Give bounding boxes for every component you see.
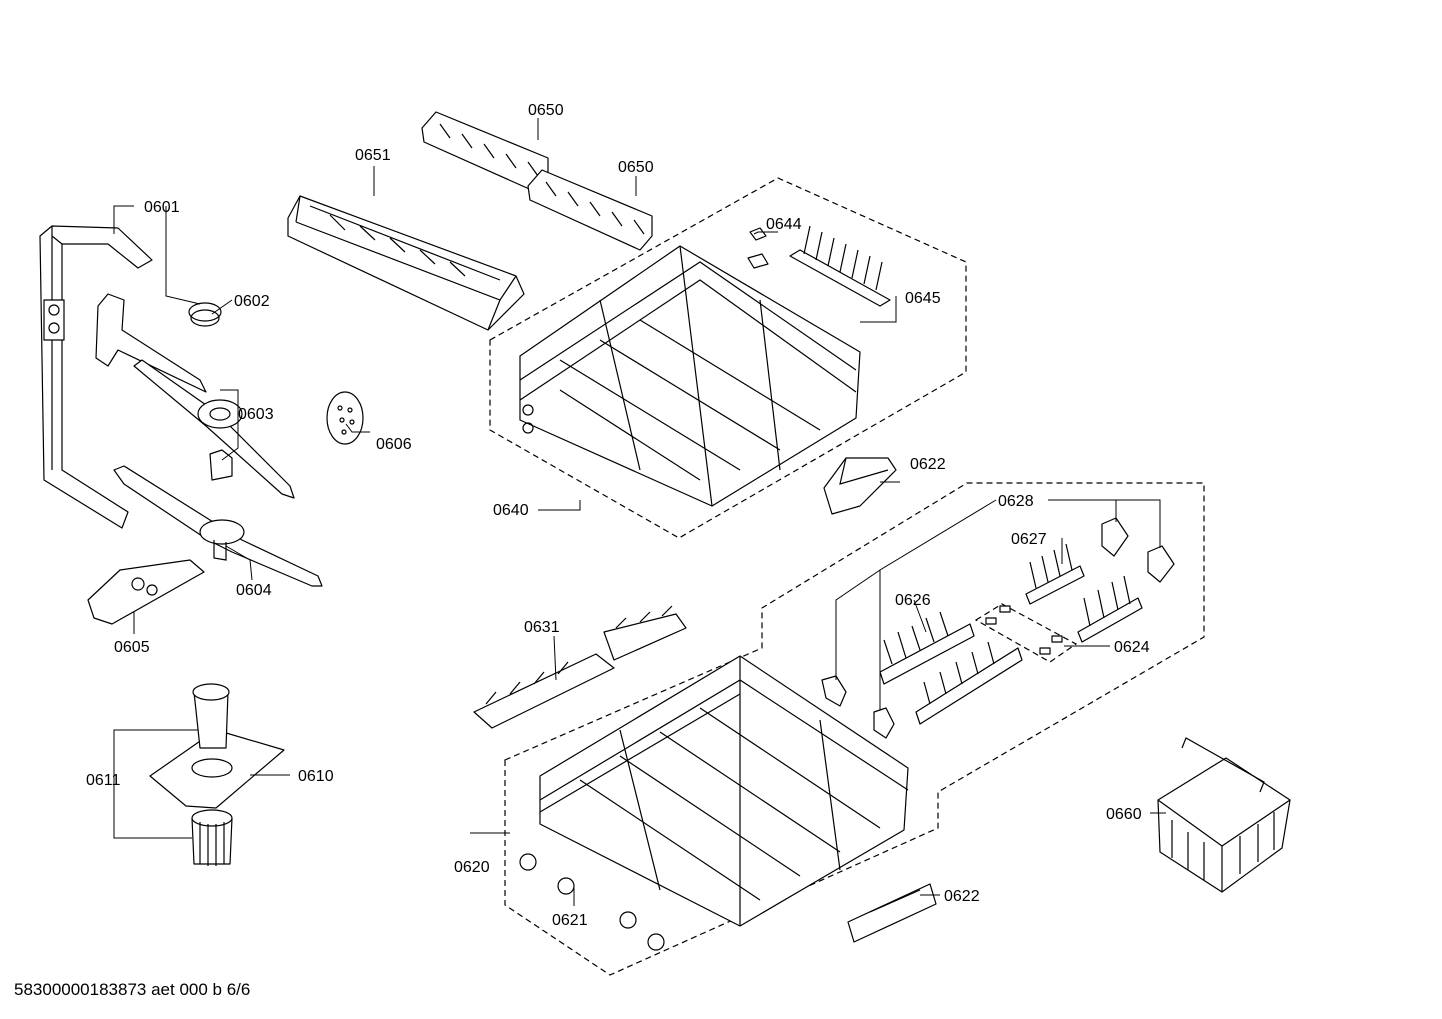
label-0606: 0606 — [376, 436, 412, 453]
label-0624: 0624 — [1114, 639, 1150, 656]
tray-insert-top-part — [421, 111, 549, 193]
label-0610: 0610 — [298, 768, 334, 785]
leader-lines — [113, 118, 1166, 906]
filter-disc-part — [326, 391, 364, 445]
upper-handle-part — [823, 457, 897, 515]
label-0651: 0651 — [355, 147, 391, 164]
label-0644: 0644 — [766, 216, 802, 233]
label-0640: 0640 — [493, 502, 529, 519]
cutlery-drawer-part — [287, 195, 525, 331]
label-0621: 0621 — [552, 912, 588, 929]
label-0611: 0611 — [86, 772, 121, 789]
label-0626: 0626 — [895, 592, 931, 609]
label-0604: 0604 — [236, 582, 272, 599]
upper-spray-arm-part — [95, 293, 295, 499]
label-0650-top: 0650 — [528, 102, 564, 119]
cup-rack-part — [789, 225, 891, 307]
rack-clips-part — [974, 603, 1078, 663]
micro-filter-part — [191, 809, 233, 866]
upper-basket-part — [519, 245, 861, 507]
spray-cover-part — [87, 559, 205, 625]
label-0603: 0603 — [238, 406, 274, 423]
lower-basket-part — [539, 655, 909, 927]
label-0660: 0660 — [1106, 806, 1142, 823]
label-0622-upper: 0622 — [910, 456, 946, 473]
spray-arm-nut-part — [188, 302, 222, 327]
supply-pipe-part — [39, 225, 153, 529]
label-0628: 0628 — [998, 493, 1034, 510]
fine-filter-part — [149, 683, 285, 809]
tine-rows-part — [1025, 543, 1143, 643]
cutlery-basket-part — [1157, 737, 1291, 893]
label-0622-lower: 0622 — [944, 888, 980, 905]
lower-handle-part — [847, 883, 937, 943]
label-0627: 0627 — [1011, 531, 1047, 548]
label-0620: 0620 — [454, 859, 490, 876]
clip-part — [747, 227, 769, 269]
basket-wheels-part — [519, 853, 665, 951]
upper-basket-group-outline — [489, 177, 967, 539]
label-0631: 0631 — [524, 619, 560, 636]
label-0602: 0602 — [234, 293, 270, 310]
tray-insert-bottom-part — [527, 169, 653, 251]
lower-basket-group-outline — [504, 482, 1205, 976]
plate-racks-part — [879, 611, 1023, 725]
rack-holders-part — [821, 517, 1175, 739]
label-0645: 0645 — [905, 290, 941, 307]
diagram-id: 58300000183873 aet 000 b 6/6 — [14, 980, 251, 999]
lower-spray-arm-part — [113, 465, 323, 587]
label-0601: 0601 — [144, 199, 180, 216]
label-0605: 0605 — [114, 639, 150, 656]
label-0650-bottom: 0650 — [618, 159, 654, 176]
part-labels: 0601 0602 0603 0604 0605 0606 0610 0611 … — [86, 102, 1150, 929]
